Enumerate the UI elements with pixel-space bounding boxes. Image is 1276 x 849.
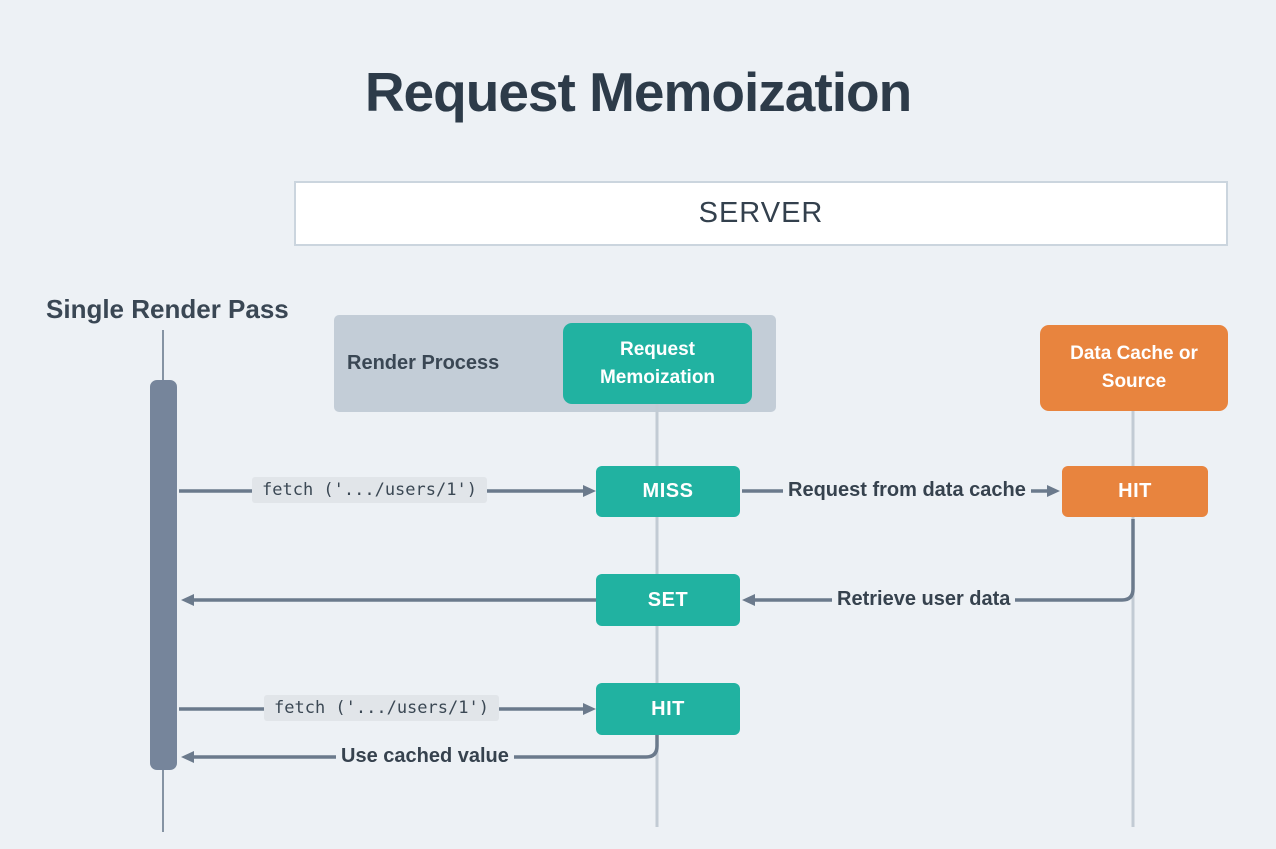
miss-box: MISS <box>596 466 740 517</box>
server-box: SERVER <box>294 181 1228 246</box>
fetch-call-label-1: fetch ('.../users/1') <box>252 477 487 503</box>
data-cache-box: Data Cache or Source <box>1040 325 1228 411</box>
memo-hit-box: HIT <box>596 683 740 735</box>
actor-activation-bar <box>150 380 177 770</box>
fetch-call-label-2: fetch ('.../users/1') <box>264 695 499 721</box>
render-process-label: Render Process <box>347 352 500 374</box>
request-memoization-box: Request Memoization <box>563 323 752 404</box>
arrowhead-retrieve-user-data <box>742 594 755 606</box>
retrieve-user-data-label: Retrieve user data <box>832 588 1016 611</box>
diagram-title: Request Memoization <box>364 61 912 123</box>
data-cache-hit-box: HIT <box>1062 466 1208 517</box>
arrow-fetch-1-head <box>583 485 596 497</box>
set-box: SET <box>596 574 740 626</box>
arrow-request-from-cache-head <box>1047 485 1060 497</box>
server-label: SERVER <box>698 197 824 229</box>
use-cached-value-label: Use cached value <box>336 745 514 768</box>
request-from-cache-label: Request from data cache <box>783 479 1031 502</box>
arrow-set-return-head <box>181 594 194 606</box>
actor-label: Single Render Pass <box>46 294 289 324</box>
arrowhead-use-cached-value <box>181 751 194 763</box>
arrow-fetch-2-head <box>583 703 596 715</box>
